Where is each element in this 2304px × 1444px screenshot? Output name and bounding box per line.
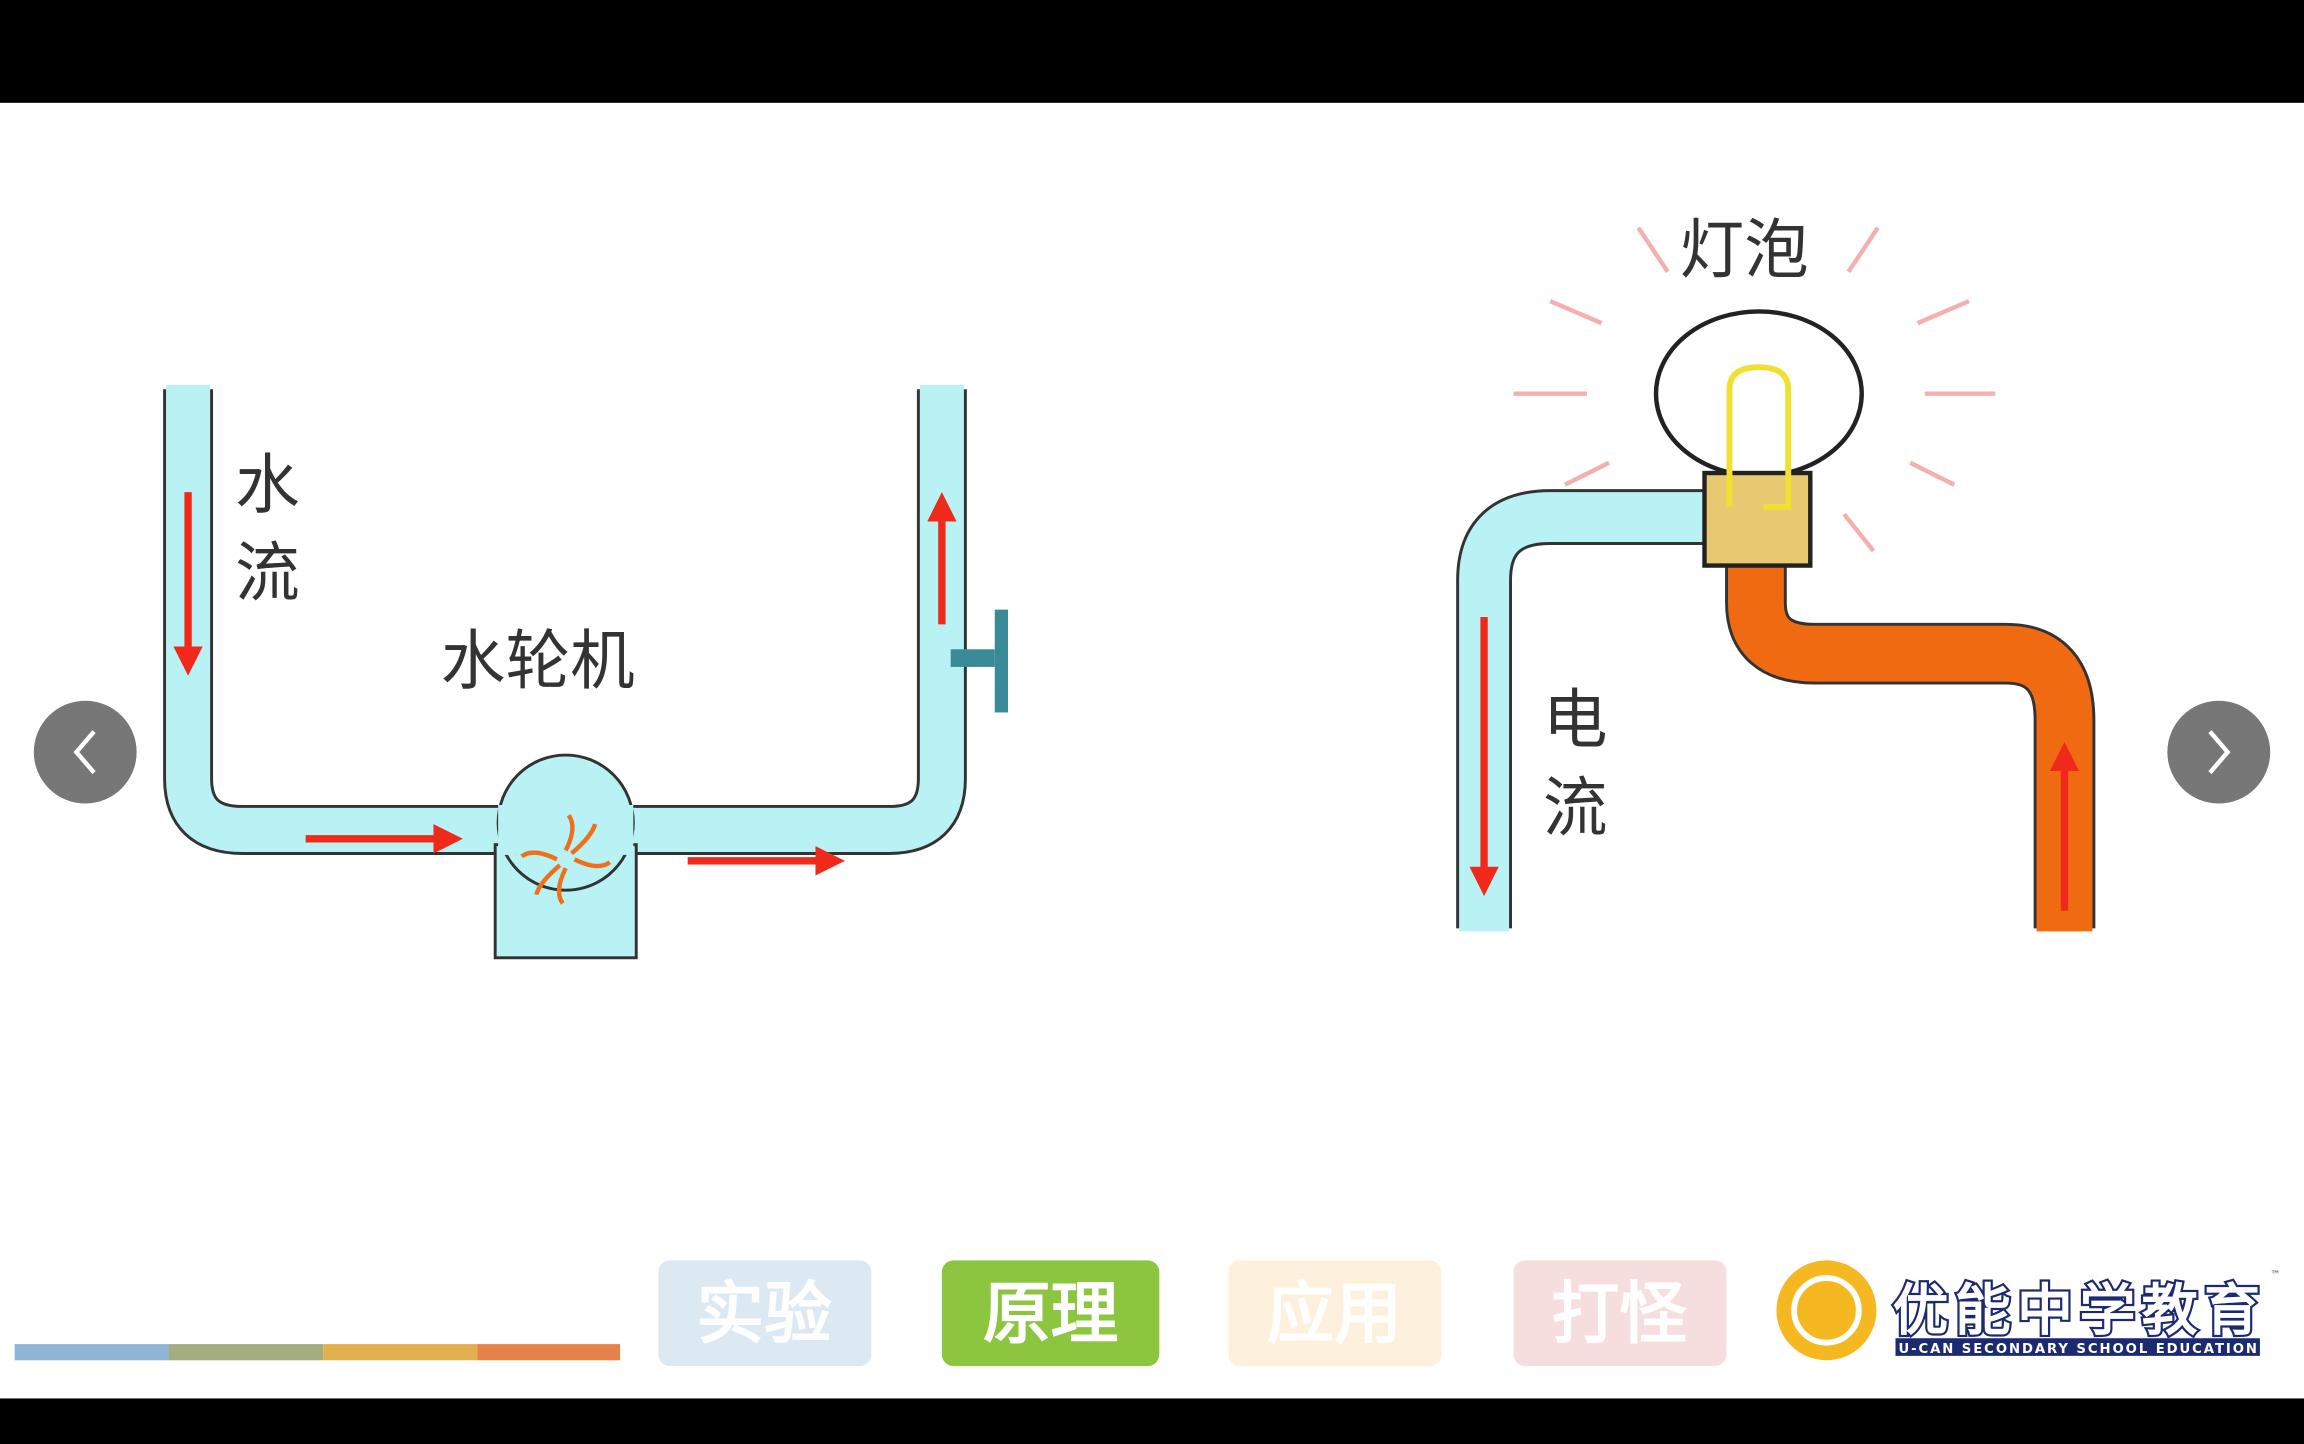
tab-application[interactable]: 应用	[1228, 1260, 1442, 1367]
svg-text:™: ™	[2270, 1269, 2280, 1281]
top-letterbox	[0, 0, 2304, 103]
label-current-1: 电	[1543, 683, 1608, 758]
svg-text:打怪: 打怪	[1552, 1274, 1689, 1353]
svg-text:U-CAN SECONDARY SCHOOL EDUCATI: U-CAN SECONDARY SCHOOL EDUCATION	[1898, 1342, 2257, 1357]
progress-bar	[14, 1344, 621, 1361]
slide-background	[0, 102, 2304, 1399]
bulb-glow-rays	[1513, 226, 1996, 553]
electric-circuit-diagram: 灯泡 电 流	[1456, 213, 2096, 932]
bulb-glass	[1653, 309, 1864, 479]
bulb-filament	[1726, 364, 1792, 510]
svg-text:应用: 应用	[1267, 1274, 1402, 1353]
wire-out	[1728, 558, 2093, 932]
wire-in	[1459, 492, 1712, 932]
next-slide-button[interactable]	[2167, 700, 2271, 804]
chevron-left-icon	[73, 730, 96, 775]
label-water-flow-1: 水	[235, 448, 300, 523]
water-circuit-diagram: 水 流 水轮机	[163, 384, 1008, 960]
prev-slide-button[interactable]	[33, 700, 137, 804]
tab-exercise[interactable]: 打怪	[1513, 1260, 1727, 1367]
tab-principle[interactable]: 原理	[941, 1260, 1160, 1367]
turbine-icon	[520, 813, 612, 905]
logo-emblem	[1776, 1260, 1877, 1361]
label-current-2: 流	[1543, 771, 1608, 846]
label-water-flow-2: 流	[235, 536, 300, 611]
bottom-letterbox	[0, 1398, 2304, 1444]
valve-stem	[950, 649, 995, 667]
bulb-base	[1702, 470, 1813, 568]
svg-text:实验: 实验	[696, 1274, 832, 1353]
tab-experiment[interactable]: 实验	[658, 1260, 872, 1367]
svg-text:原理: 原理	[983, 1274, 1118, 1353]
label-turbine: 水轮机	[441, 624, 635, 699]
chevron-right-icon	[2208, 730, 2231, 775]
valve-handle	[994, 609, 1008, 713]
label-bulb: 灯泡	[1680, 213, 1809, 288]
